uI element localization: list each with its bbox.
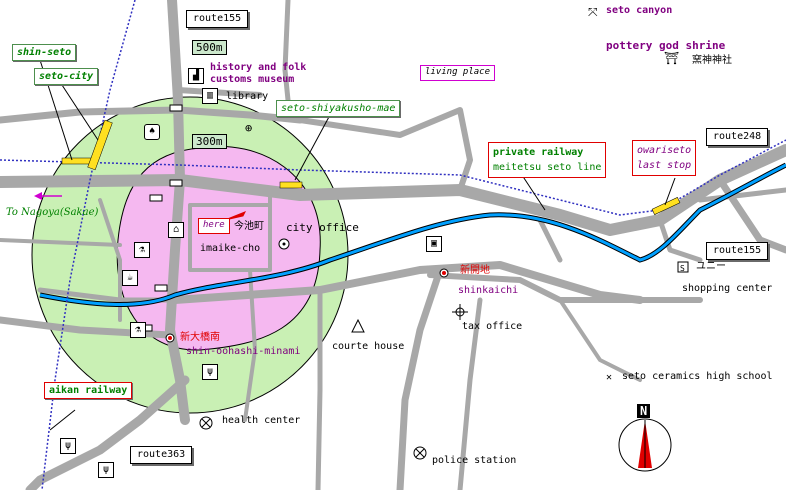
tax-office-icon <box>452 304 468 320</box>
restaurant-icon: ψ <box>202 364 218 380</box>
road-minor-west2 <box>0 238 122 247</box>
shin-seto-station-label: shin-seto <box>12 44 77 61</box>
road-center-east <box>171 261 644 304</box>
history-museum-label: history and folk customs museum <box>210 62 307 85</box>
school-icon-2: ⚗ <box>130 322 146 338</box>
here-label: here <box>198 218 230 234</box>
distance-300m-label: 300m <box>192 134 227 149</box>
road-east-lower <box>558 298 642 382</box>
courte-house-label: courte house <box>332 341 405 352</box>
health-center-icon <box>199 416 213 430</box>
imaike-cho-label: imaike-cho <box>200 243 261 254</box>
route155-label-right: route155 <box>706 242 769 260</box>
restaurant-icon-4: ▣ <box>426 236 442 252</box>
shrine-icon: ⛩ <box>664 51 679 65</box>
private-railway-label: private railway meitetsu seto line <box>488 142 607 178</box>
road-living-place <box>297 107 473 193</box>
station-dots <box>165 268 449 343</box>
seto-shiyakusho-mae-station-label: seto-shiyakusho-mae <box>276 100 401 117</box>
road-route363 <box>25 375 190 490</box>
road-south-mid <box>243 268 257 422</box>
canyon-icon: ⤧ <box>588 5 598 19</box>
school-icon: ⚗ <box>134 242 150 258</box>
route248-label: route248 <box>706 128 769 146</box>
aikan-railway-label: aikan railway <box>44 382 133 399</box>
shin-oohashi-minami-label: shin-oohashi-minami <box>186 346 301 357</box>
police-icon <box>413 446 427 460</box>
road-city-office <box>188 193 272 272</box>
route155-label-top: route155 <box>186 10 249 28</box>
shopping-center-label: shopping center <box>682 283 773 294</box>
station-seto-shiyakusho-mae <box>279 181 303 189</box>
museum-icon: ▟ <box>188 68 204 84</box>
cafe-icon: ☕ <box>122 270 138 286</box>
distance-500m-label: 500m <box>192 40 227 55</box>
school-marker-icon-2: ⊕ <box>245 121 252 135</box>
station-seto-city <box>87 119 113 171</box>
imaike-kanji-label: 今池町 <box>234 221 264 232</box>
here-marker <box>224 211 247 221</box>
road-minor-west <box>98 198 122 322</box>
road-owari <box>657 217 703 263</box>
compass-icon <box>618 418 672 472</box>
seto-ceramics-label: seto ceramics high school <box>622 371 773 382</box>
shin-oohashi-kanji-label: 新大橋南 <box>180 332 220 343</box>
aikan-railway <box>41 0 136 490</box>
shopping-kana-label: ユニー <box>696 261 726 272</box>
meitetsu-seto-line-text: meitetsu seto line <box>493 162 602 173</box>
shinkaichi-label: shinkaichi <box>458 285 519 296</box>
road-library <box>175 87 263 98</box>
station-owariseto <box>651 197 681 215</box>
bus-stop-markers <box>139 104 183 332</box>
road-shinkaichi-south <box>396 266 444 490</box>
road-route248 <box>0 144 786 236</box>
seto-city-station-label: seto-city <box>34 68 99 85</box>
owariseto-station-label: owariseto last stop <box>632 140 697 176</box>
living-place-label: living place <box>420 65 496 81</box>
health-center-label: health center <box>222 415 301 426</box>
road-courte <box>315 287 323 490</box>
library-icon: ▥ <box>202 88 218 104</box>
restaurant-icon-2: ψ <box>60 438 76 454</box>
shrine-kanji-label: 窯神神社 <box>692 55 732 66</box>
seto-canyon-label: seto canyon <box>606 5 673 16</box>
city-office-label: city office <box>286 221 359 234</box>
meitetsu-railway <box>0 139 786 216</box>
pottery-god-shrine-label: pottery god shrine <box>606 39 726 52</box>
hotel-icon: ⌂ <box>168 222 184 238</box>
landmark-icon: ♠ <box>144 124 160 140</box>
seto-river-water <box>39 163 786 306</box>
north-label: N <box>637 404 651 418</box>
road-tax-south <box>457 297 483 490</box>
road-meitetsu-south <box>537 217 563 263</box>
restaurant-icon-3: ψ <box>98 462 114 478</box>
courthouse-icon <box>351 318 365 333</box>
route363-label: route363 <box>130 446 193 464</box>
library-label: library <box>226 91 269 102</box>
tax-office-label: tax office <box>462 321 523 332</box>
private-railway-title: private railway <box>493 147 584 158</box>
shopping-icon <box>677 261 689 273</box>
road-lower-east <box>427 272 703 303</box>
svg-text:S: S <box>680 264 685 273</box>
shinkaichi-kanji-label: 新開地 <box>460 265 490 276</box>
to-nagoya-label: To Nagoya(Sakae) <box>6 207 99 218</box>
school-marker-icon: ✕ <box>606 372 612 383</box>
police-station-label: police station <box>432 455 517 466</box>
road-east-small <box>697 187 786 203</box>
road-east-branch <box>716 176 786 254</box>
